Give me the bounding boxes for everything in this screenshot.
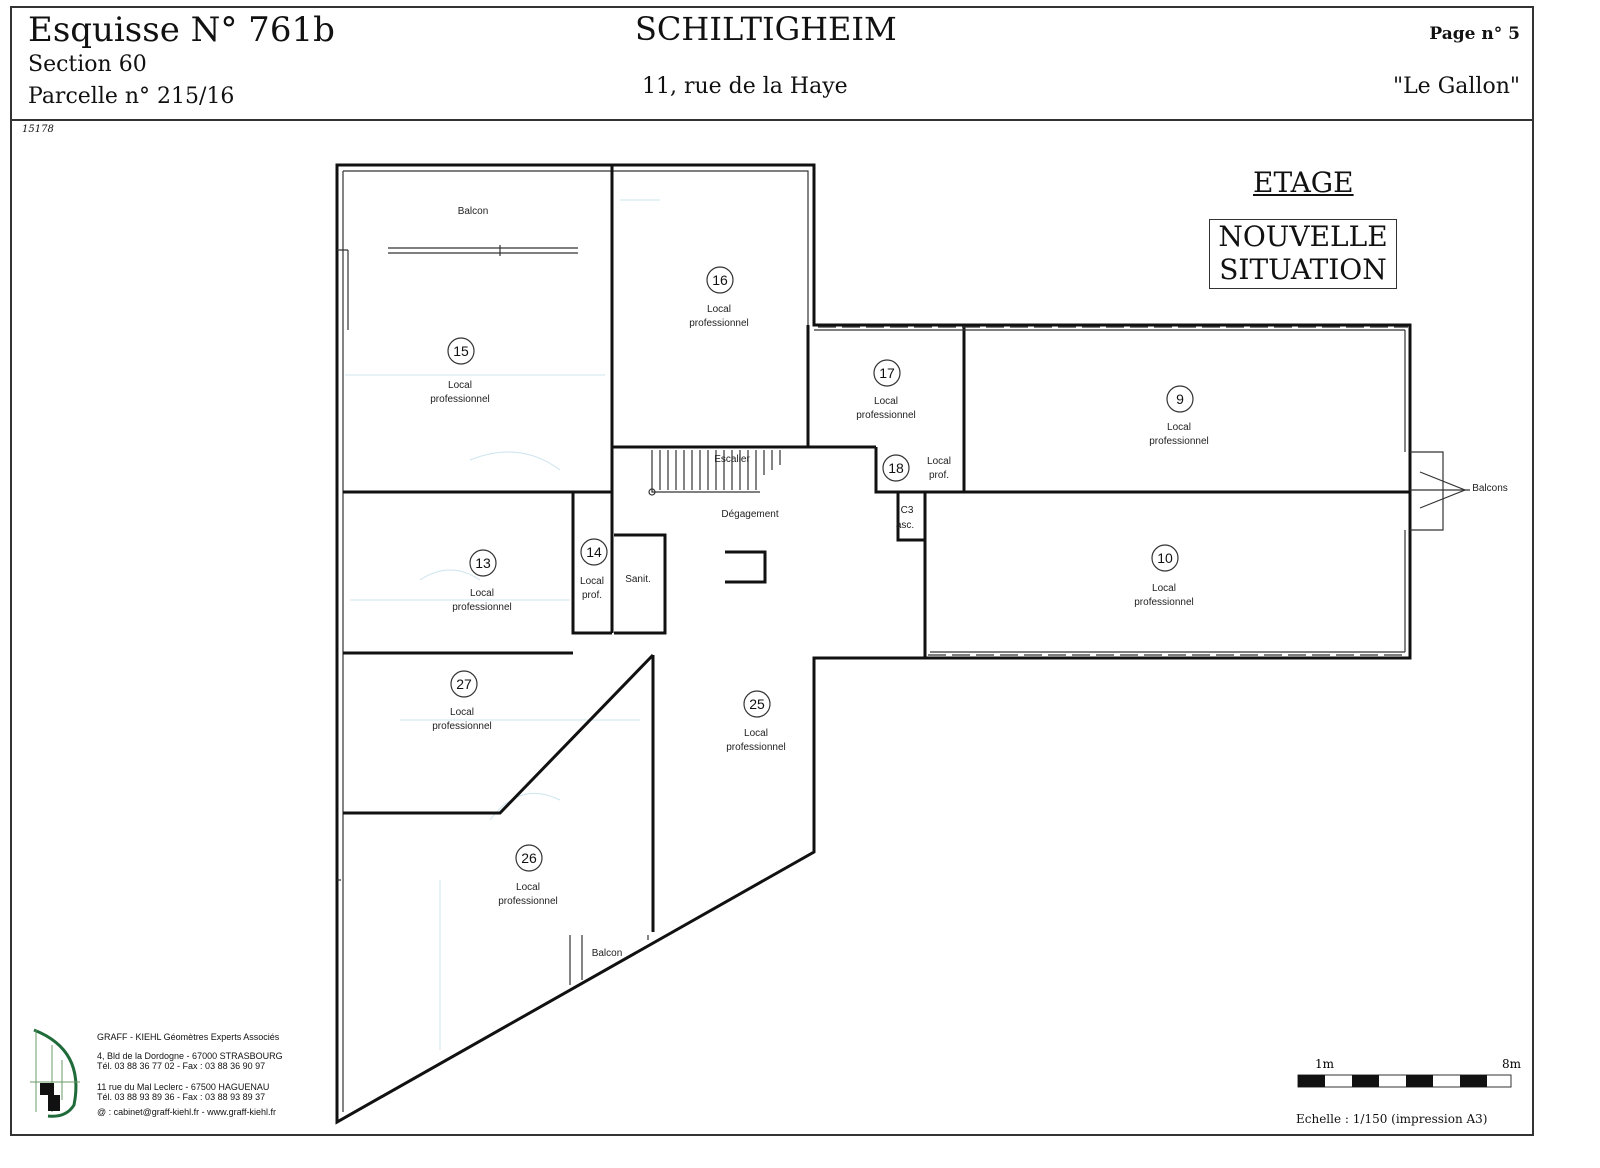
- svg-text:professionnel: professionnel: [726, 742, 785, 753]
- c3-label: C3: [901, 505, 914, 516]
- scale-bar: 1m 8m: [1297, 1057, 1522, 1088]
- svg-text:Local: Local: [744, 728, 768, 739]
- svg-text:Local: Local: [1152, 583, 1176, 594]
- scale-end: 8m: [1502, 1057, 1522, 1071]
- room-17: 17 Local professionnel: [856, 359, 916, 421]
- room-13: 13 Local professionnel: [452, 549, 512, 613]
- sketch-title: Esquisse N° 761b: [28, 10, 335, 50]
- balcon-top-label: Balcon: [458, 206, 489, 217]
- room-15: 15 Local professionnel: [430, 337, 490, 405]
- top-balcony-rail: [388, 245, 578, 256]
- asc-label: asc.: [896, 520, 914, 531]
- status-line-1: NOUVELLE: [1218, 220, 1388, 253]
- svg-text:professionnel: professionnel: [432, 721, 491, 732]
- outer-wall: [335, 163, 1412, 1125]
- room-25: 25 Local professionnel: [726, 690, 786, 753]
- balcons-right-label: Balcons: [1472, 483, 1508, 494]
- sheet-frame: [10, 6, 1534, 1136]
- svg-text:25: 25: [749, 696, 765, 712]
- svg-text:professionnel: professionnel: [498, 896, 557, 907]
- phone-strasbourg: Tél. 03 88 36 77 02 - Fax : 03 88 36 90 …: [97, 1061, 266, 1071]
- svg-text:17: 17: [879, 365, 895, 381]
- svg-text:Local: Local: [450, 707, 474, 718]
- phone-haguenau: Tél. 03 88 93 89 36 - Fax : 03 88 93 89 …: [97, 1092, 266, 1102]
- interior-walls: [343, 165, 1410, 932]
- sanit-label: Sanit.: [625, 574, 651, 585]
- address-strasbourg: 4, Bld de la Dordogne - 67000 STRASBOURG: [97, 1051, 283, 1061]
- svg-text:Local: Local: [874, 396, 898, 407]
- svg-text:Local: Local: [470, 588, 494, 599]
- room-26: 26 Local professionnel: [498, 844, 558, 907]
- svg-text:Local: Local: [927, 456, 951, 467]
- svg-text:prof.: prof.: [582, 590, 602, 601]
- svg-text:professionnel: professionnel: [856, 410, 915, 421]
- svg-text:Local: Local: [448, 380, 472, 391]
- status-box: NOUVELLE SITUATION: [1209, 219, 1397, 289]
- company-logo: [30, 1028, 80, 1118]
- company-name: GRAFF - KIEHL Géomètres Experts Associés: [97, 1032, 280, 1042]
- old-layout-lines: [345, 199, 660, 1050]
- level-title: ETAGE: [1253, 166, 1354, 199]
- svg-text:26: 26: [521, 850, 537, 866]
- svg-text:professionnel: professionnel: [452, 602, 511, 613]
- svg-text:Local: Local: [1167, 422, 1191, 433]
- right-balcony: [1410, 451, 1470, 531]
- svg-text:18: 18: [888, 460, 904, 476]
- status-line-2: SITUATION: [1219, 253, 1387, 286]
- svg-text:10: 10: [1157, 550, 1173, 566]
- room-14: 14 Local prof.: [580, 538, 608, 601]
- room-16: 16 Local professionnel: [689, 266, 749, 329]
- svg-text:13: 13: [475, 555, 491, 571]
- svg-text:professionnel: professionnel: [1134, 597, 1193, 608]
- escalier-label: Escalier: [714, 454, 750, 465]
- svg-text:Local: Local: [580, 576, 604, 587]
- svg-text:9: 9: [1176, 391, 1184, 407]
- contact-info: @ : cabinet@graff-kiehl.fr - www.graff-k…: [97, 1107, 276, 1117]
- svg-text:Local: Local: [707, 304, 731, 315]
- address-haguenau: 11 rue du Mal Leclerc - 67500 HAGUENAU: [97, 1082, 270, 1092]
- reference-number: 15178: [22, 124, 54, 135]
- city-name: SCHILTIGHEIM: [635, 10, 897, 48]
- staircase: [648, 450, 781, 496]
- degagement-label: Dégagement: [721, 509, 778, 520]
- parcel-number: Parcelle n° 215/16: [28, 84, 235, 109]
- svg-text:27: 27: [456, 676, 472, 692]
- room-18: 18 Local prof.: [882, 454, 951, 482]
- svg-text:Local: Local: [516, 882, 540, 893]
- site-name: "Le Gallon": [1392, 74, 1520, 99]
- page-number: Page n° 5: [1429, 24, 1520, 44]
- title-block: [10, 6, 1534, 121]
- scale-start: 1m: [1315, 1057, 1335, 1071]
- svg-text:16: 16: [712, 272, 728, 288]
- room-27: 27 Local professionnel: [432, 670, 492, 732]
- svg-text:professionnel: professionnel: [689, 318, 748, 329]
- svg-text:professionnel: professionnel: [430, 394, 489, 405]
- street-address: 11, rue de la Haye: [642, 74, 848, 99]
- svg-text:prof.: prof.: [929, 470, 949, 481]
- svg-text:14: 14: [586, 544, 602, 560]
- svg-text:15: 15: [453, 343, 469, 359]
- svg-text:professionnel: professionnel: [1149, 436, 1208, 447]
- balcon-bottom-label: Balcon: [592, 948, 623, 959]
- scale-text: Echelle : 1/150 (impression A3): [1296, 1112, 1488, 1126]
- room-10: 10 Local professionnel: [1134, 544, 1194, 608]
- section-number: Section 60: [28, 52, 147, 77]
- room-9: 9 Local professionnel: [1149, 385, 1209, 447]
